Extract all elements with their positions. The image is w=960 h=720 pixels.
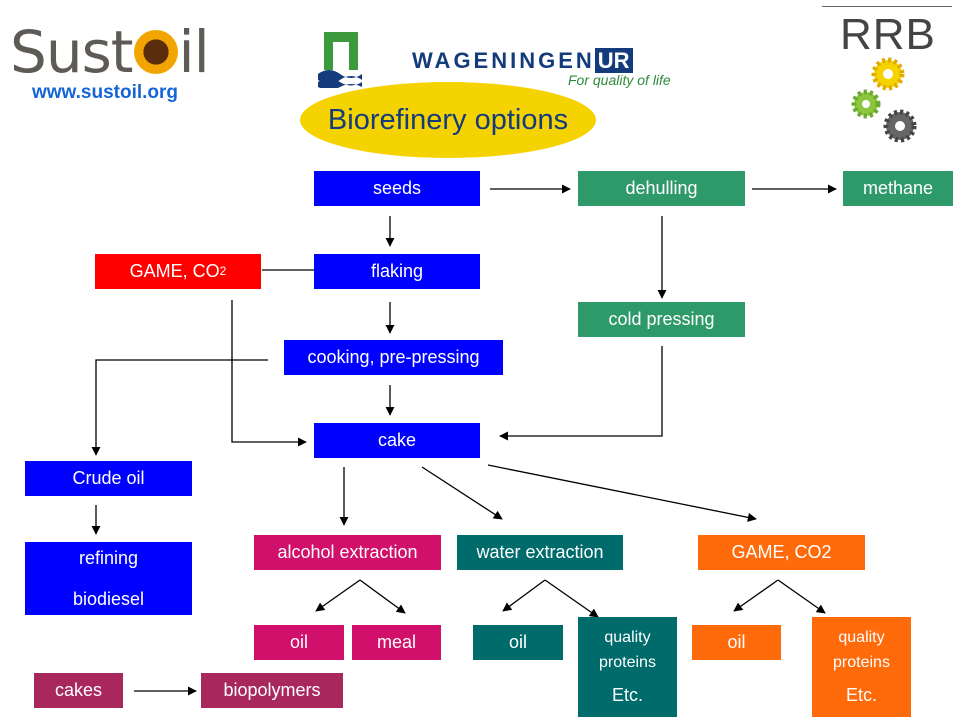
wageningen-logo-icon [318, 32, 362, 88]
arrow-cake-water [421, 466, 503, 520]
arrow-game-proteins [777, 579, 826, 614]
node-oil-water: oil [473, 625, 563, 660]
arrow-game-oil [733, 579, 779, 612]
arrow-water-proteins [544, 579, 599, 618]
wageningen-ur: UR [594, 48, 633, 73]
node-biopolymers-label: biopolymers [223, 680, 321, 701]
arrow-cooking-crudeoil [91, 359, 268, 456]
arrow-cake-game [487, 464, 757, 522]
node-cold-pressing-label: cold pressing [608, 309, 715, 330]
node-methane-label: methane [862, 178, 934, 199]
arrow-water-oil [502, 579, 546, 612]
node-game-co2-top-sub: 2 [219, 263, 227, 278]
node-oil-alcohol: oil [254, 625, 344, 660]
node-cake-label: cake [377, 430, 417, 451]
node-game-co2-label: GAME, CO2 [731, 542, 832, 563]
sustoil-logo-prefix: Sust [10, 18, 134, 86]
node-dehulling: dehulling [578, 171, 745, 206]
node-water-extraction-label: water extraction [476, 542, 604, 563]
node-alcohol-extraction: alcohol extraction [254, 535, 441, 570]
node-biopolymers: biopolymers [201, 673, 343, 708]
wageningen-name: WAGENINGEN [412, 48, 595, 73]
node-flaking: flaking [314, 254, 480, 289]
sustoil-logo-suffix: il [178, 18, 210, 86]
node-crude-oil: Crude oil [25, 461, 192, 496]
arrow-game-cake [231, 300, 307, 447]
node-seeds-label: seeds [372, 178, 422, 199]
node-flaking-label: flaking [370, 261, 424, 282]
node-cold-pressing: cold pressing [578, 302, 745, 337]
node-etc-water: Etc. [611, 684, 643, 705]
node-seeds: seeds [314, 171, 480, 206]
node-oil-water-label: oil [508, 632, 527, 653]
node-oil-game-label: oil [727, 632, 746, 653]
node-cakes: cakes [34, 673, 123, 708]
arrow-alcohol-oil [315, 579, 361, 612]
rrb-divider [822, 6, 952, 7]
node-methane: methane [843, 171, 953, 206]
arrow-coldpressing-cake [499, 346, 663, 441]
gears-icon [851, 57, 917, 143]
wageningen-tagline: For quality of life [568, 72, 671, 88]
node-quality-proteins-game-line2: proteins [833, 654, 890, 672]
node-refining-label: refining [78, 547, 139, 568]
node-alcohol-extraction-label: alcohol extraction [277, 542, 418, 563]
node-etc-game: Etc. [845, 684, 877, 705]
node-quality-proteins-water: quality proteins Etc. [578, 617, 677, 717]
node-quality-proteins-water-line2: proteins [599, 654, 656, 672]
node-oil-alcohol-label: oil [289, 632, 308, 653]
node-water-extraction: water extraction [457, 535, 623, 570]
node-oil-game: oil [692, 625, 781, 660]
node-cooking: cooking, pre-pressing [284, 340, 503, 375]
node-quality-proteins-water-line1: quality [604, 628, 651, 646]
node-crude-oil-label: Crude oil [72, 468, 145, 489]
node-dehulling-label: dehulling [625, 178, 698, 199]
arrow-alcohol-meal [359, 579, 406, 614]
node-quality-proteins-game-line1: quality [838, 628, 885, 646]
rrb-logo-text: RRB [840, 10, 936, 59]
sustoil-url[interactable]: www.sustoil.org [32, 82, 179, 103]
node-game-co2: GAME, CO2 [698, 535, 865, 570]
node-game-co2-top-label: GAME, CO [129, 261, 220, 282]
node-refining: refining biodiesel [25, 542, 192, 615]
node-quality-proteins-game: quality proteins Etc. [812, 617, 911, 717]
sunflower-icon [133, 30, 178, 74]
node-meal-label: meal [376, 632, 416, 653]
node-cooking-label: cooking, pre-pressing [307, 347, 480, 368]
page-title: Biorefinery options [327, 103, 569, 136]
node-biodiesel-label: biodiesel [72, 588, 145, 609]
title-ellipse: Biorefinery options [300, 82, 596, 158]
node-meal: meal [352, 625, 441, 660]
node-cake: cake [314, 423, 480, 458]
node-cakes-label: cakes [54, 680, 103, 701]
